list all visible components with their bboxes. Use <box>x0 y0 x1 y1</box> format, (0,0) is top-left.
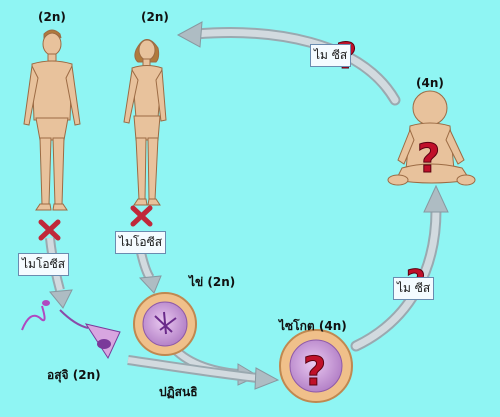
question-mark-icon: ? <box>417 136 441 183</box>
cross-mark-icon <box>130 205 153 227</box>
baby-figure <box>387 90 476 186</box>
cross-mark-icon <box>38 219 61 241</box>
arrow-baby-to-woman <box>176 21 401 106</box>
question-mark-icon: ? <box>303 349 327 396</box>
arrow-sperm-to-zygote <box>127 355 280 390</box>
man-ploidy-label: (2n) <box>38 10 66 24</box>
arrow-zygote-to-baby <box>350 184 449 352</box>
meiosis-box-top: ไม ซีส <box>310 44 352 67</box>
zygote-cell <box>279 329 353 403</box>
meiosis-box-female: ไมโอซีส <box>115 231 167 254</box>
zygote-label: ไซโกต (4n) <box>279 319 347 333</box>
fertilization-label: ปฏิสนธิ <box>159 385 198 399</box>
woman-figure <box>123 39 167 206</box>
svg-text:?: ? <box>303 349 326 395</box>
svg-text:?: ? <box>417 136 440 182</box>
egg-cell <box>133 292 197 356</box>
mitosis-box-right: ไม ซีส <box>393 277 435 300</box>
sperm-cell <box>21 300 50 331</box>
woman-ploidy-label: (2n) <box>141 10 169 24</box>
man-figure <box>23 29 81 211</box>
sperm-cell <box>59 309 121 360</box>
egg-label: ไข่ (2n) <box>189 275 236 289</box>
meiosis-box-male: ไมโอซีส <box>18 253 70 276</box>
sperm-label: อสุจิ (2n) <box>47 368 101 382</box>
arrow-woman-to-egg <box>135 246 162 294</box>
baby-ploidy-label: (4n) <box>416 76 444 90</box>
